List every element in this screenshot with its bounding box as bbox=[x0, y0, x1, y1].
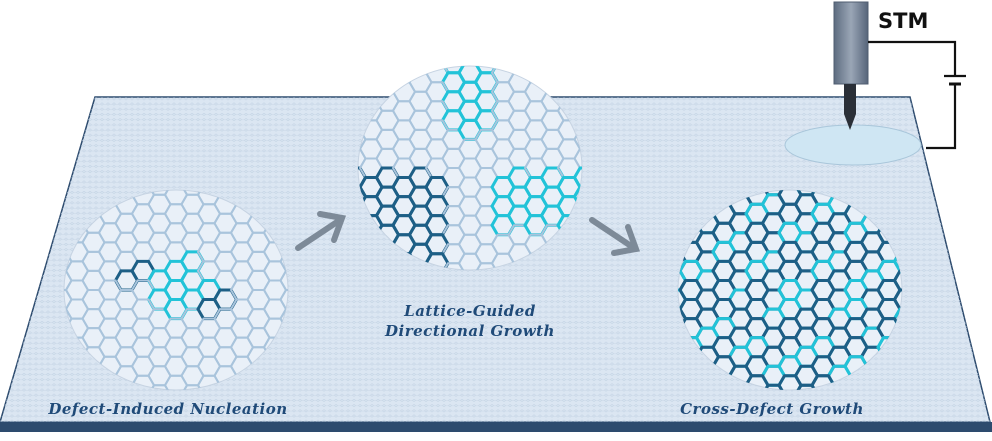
lattice-hexagon bbox=[391, 66, 417, 84]
lattice-hexagon bbox=[457, 252, 483, 270]
stm-label: STM bbox=[878, 9, 928, 33]
lattice-hexagon bbox=[523, 66, 549, 84]
stage-label-cross-defect: Cross-Defect Growth bbox=[680, 400, 864, 418]
lattice-hexagon bbox=[777, 374, 803, 390]
arrow-icon bbox=[589, 217, 641, 256]
lattice-hexagon bbox=[375, 66, 400, 74]
lattice-hexagon bbox=[573, 71, 582, 93]
lattice-hexagon bbox=[375, 71, 400, 93]
lattice-hexagon bbox=[196, 374, 222, 390]
lattice-hexagon bbox=[358, 66, 367, 74]
lattice-hexagon bbox=[540, 71, 565, 93]
stage-label-nucleation: Defect-Induced Nucleation bbox=[47, 400, 287, 418]
lattice-hexagon bbox=[507, 66, 532, 74]
lattice-hexagon bbox=[358, 71, 367, 93]
lattice-hexagon bbox=[358, 66, 384, 84]
circuit-wire bbox=[868, 40, 966, 150]
stage-label-directional-line2: Directional Growth bbox=[384, 322, 555, 340]
lattice-hexagon bbox=[408, 66, 433, 74]
lattice-hexagon bbox=[163, 374, 189, 390]
cross-defect-growth-region bbox=[677, 189, 903, 391]
lattice-hexagon bbox=[540, 66, 565, 74]
directional-growth-region bbox=[357, 44, 583, 271]
lattice-hexagon bbox=[558, 44, 580, 63]
lattice-hexagon bbox=[810, 374, 836, 390]
stm-probe bbox=[784, 1, 922, 166]
lattice-hexagon bbox=[492, 44, 514, 63]
lattice-hexagon bbox=[573, 66, 582, 74]
lattice-hexagon bbox=[393, 44, 415, 63]
stage-label-directional-line1: Lattice-Guided bbox=[403, 302, 536, 320]
lattice-hexagon bbox=[556, 66, 582, 84]
arrow-icon bbox=[295, 211, 347, 251]
lattice-hexagon bbox=[490, 252, 516, 270]
lattice-hexagon bbox=[426, 44, 448, 63]
lattice-hexagon bbox=[360, 44, 382, 63]
lattice-hexagon bbox=[525, 44, 547, 63]
lattice-hexagon bbox=[459, 44, 481, 63]
